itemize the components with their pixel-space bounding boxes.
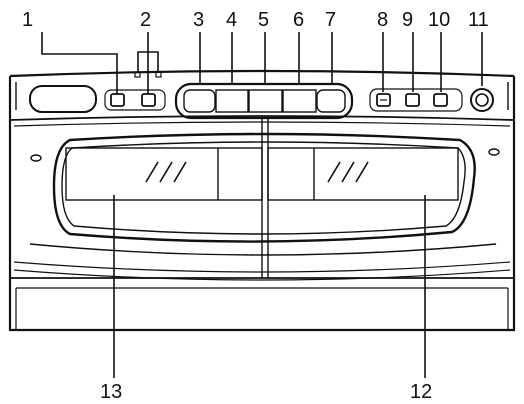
control-8-button[interactable] [376, 93, 391, 107]
callout-1: 1 [22, 9, 33, 31]
door-outline [52, 132, 476, 243]
leader-line-2b [148, 51, 159, 72]
hatch-marks-icon [145, 161, 187, 183]
control-7-key[interactable] [316, 89, 346, 113]
callout-7: 7 [325, 9, 336, 31]
cassette-window-13[interactable] [65, 147, 263, 201]
control-9-button[interactable] [405, 93, 420, 107]
screw-left [30, 154, 42, 162]
cassette-door-panel [10, 118, 514, 330]
callout-13: 13 [100, 381, 122, 403]
control-panel [29, 71, 494, 120]
callout-6: 6 [293, 9, 304, 31]
button-bezel-8-10 [369, 88, 463, 112]
callout-11: 11 [468, 9, 489, 31]
leader-line-1 [41, 32, 118, 94]
control-10-button[interactable] [433, 93, 448, 107]
leader-line-2a [137, 32, 149, 72]
control-2-button[interactable] [141, 93, 156, 107]
indicator-led-a [134, 71, 141, 78]
control-3-key[interactable] [183, 89, 216, 113]
hatch-marks-icon [327, 161, 369, 183]
callout-12: 12 [410, 381, 432, 403]
callout-10: 10 [428, 9, 450, 31]
display-window [29, 85, 97, 113]
callout-labels: 1 2 3 4 5 6 7 8 9 10 11 12 13 [22, 9, 489, 403]
control-1-button[interactable] [110, 93, 125, 107]
control-5-key[interactable] [248, 89, 283, 113]
callout-3: 3 [193, 9, 204, 31]
callout-4: 4 [226, 9, 237, 31]
callout-8: 8 [377, 9, 388, 31]
cassette-window-12[interactable] [267, 147, 459, 201]
button-bezel-1-2 [104, 89, 166, 111]
screw-right [488, 148, 500, 156]
knob-icon[interactable] [470, 88, 494, 112]
control-6-key[interactable] [282, 89, 317, 113]
callout-2: 2 [140, 9, 151, 31]
callout-5: 5 [258, 9, 269, 31]
transport-key-bar [174, 82, 354, 120]
callout-9: 9 [402, 9, 413, 31]
control-4-key[interactable] [215, 89, 249, 113]
indicator-led-b [155, 71, 162, 78]
leader-lines [41, 32, 483, 378]
